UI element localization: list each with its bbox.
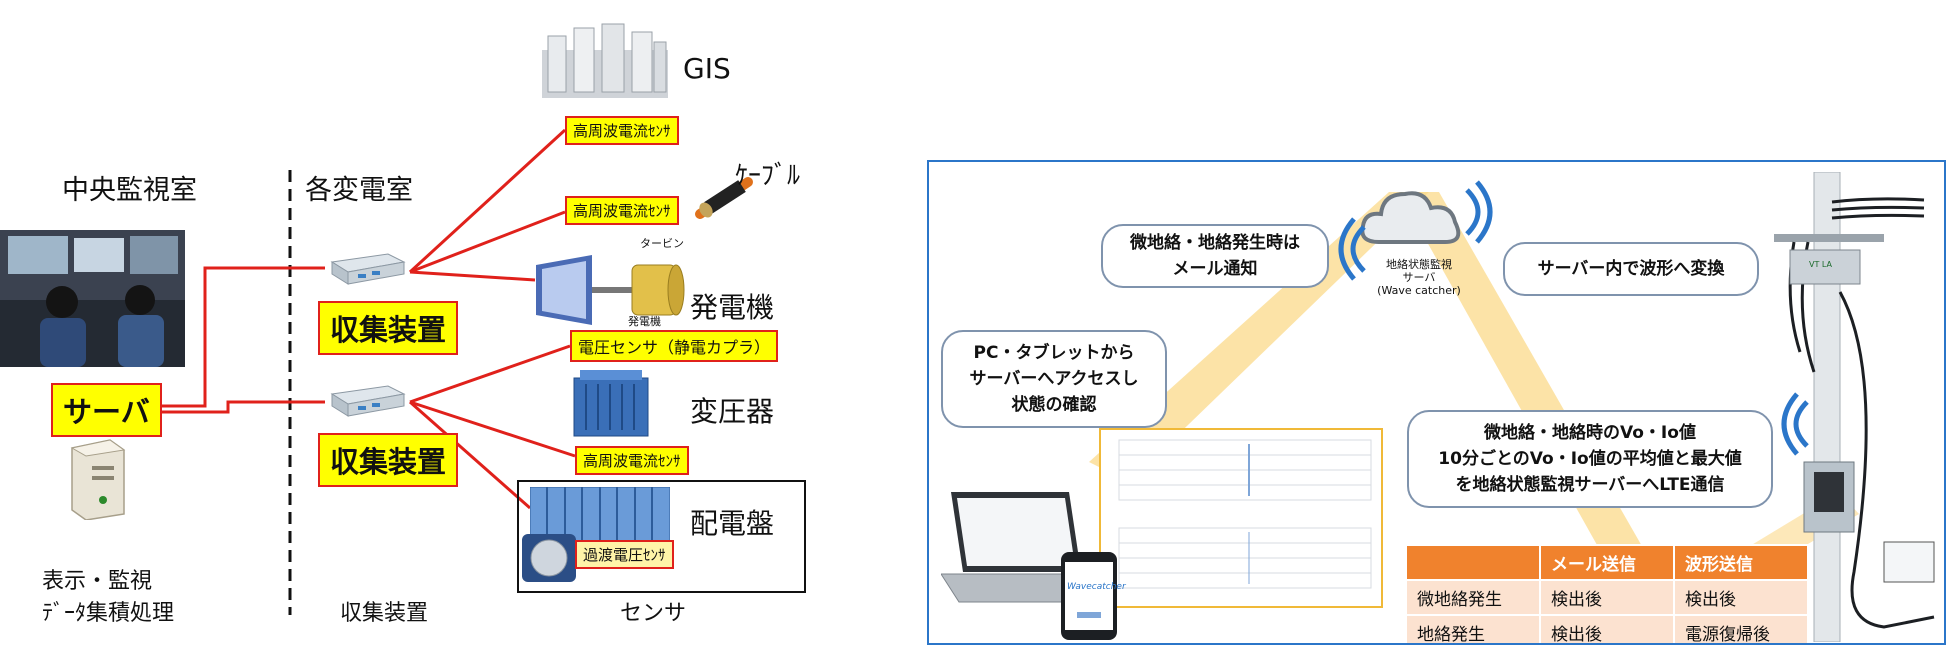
transient-sensor-label: 過渡電圧ｾﾝｻ xyxy=(575,540,674,569)
table-header-mail: メール送信 xyxy=(1539,544,1675,581)
wire-to-voltage-sensor xyxy=(409,344,571,404)
notification-table: メール送信 波形送信 微地絡発生 検出後 検出後 地絡発生 検出後 電源復帰後 xyxy=(1405,544,1809,643)
gis-equipment-icon xyxy=(542,23,668,98)
smartphone-icon xyxy=(1061,552,1117,640)
turbine-label: タービン xyxy=(640,237,684,250)
header-substation: 各変電室 xyxy=(305,175,413,206)
control-room-photo xyxy=(0,230,185,367)
bubble-convert-wave: サーバー内で波形へ変換 xyxy=(1503,242,1759,296)
wire-server-collector1 xyxy=(152,266,325,408)
wire-to-generator xyxy=(409,270,536,282)
table-header-wave: 波形送信 xyxy=(1673,544,1809,581)
collector-label-1: 収集装置 xyxy=(318,301,459,355)
cloud-icon xyxy=(1360,191,1461,244)
wire-to-hf-sensor3 xyxy=(409,400,576,458)
wire-to-cable xyxy=(409,210,566,274)
laptop-icon xyxy=(941,492,1110,603)
generator-icon xyxy=(536,255,685,325)
cable-icon xyxy=(695,177,753,219)
bubble-lte-values: 微地絡・地絡時のVo・Io値 10分ごとのVo・Io値の平均値と最大値 を地絡状… xyxy=(1407,410,1773,508)
utility-pole-illustration xyxy=(1774,172,1935,642)
hf-sensor-label-3: 高周波電流ｾﾝｻ xyxy=(575,446,689,475)
header-central-room: 中央監視室 xyxy=(62,175,197,206)
generator-small-label: 発電機 xyxy=(628,315,661,328)
table-cell: 地絡発生 xyxy=(1405,614,1541,643)
hf-sensor-label-1: 高周波電流ｾﾝｻ xyxy=(565,116,679,145)
table-cell: 微地絡発生 xyxy=(1405,579,1541,616)
table-cell: 電源復帰後 xyxy=(1673,614,1809,643)
wireless-pole-icon xyxy=(1781,392,1809,456)
cloud-label-line1: 地絡状態監視 xyxy=(1386,258,1452,271)
table-cell: 検出後 xyxy=(1673,579,1809,616)
bottom-collector-label: 収集装置 xyxy=(340,601,429,626)
table-row: 微地絡発生 検出後 検出後 xyxy=(1405,579,1809,616)
collector-label-2: 収集装置 xyxy=(318,433,459,487)
wireless-right-icon xyxy=(1465,180,1493,244)
left-wiring xyxy=(152,128,806,615)
transformer-icon xyxy=(573,370,649,437)
switchboard-label: 配電盤 xyxy=(690,507,775,540)
cloud-label-line2: サーバ xyxy=(1402,271,1436,284)
switchboard-frame xyxy=(517,480,806,593)
collector-device-icon-2 xyxy=(330,385,406,417)
switchboard-icon xyxy=(530,487,670,545)
cable-label: ｹｰﾌﾞﾙ xyxy=(735,161,801,191)
bottom-display-line2: ﾃﾞｰﾀ集積処理 xyxy=(42,601,175,626)
generator-label: 発電機 xyxy=(690,291,775,324)
wire-server-collector2 xyxy=(152,400,325,414)
bubble-pc-access: PC・タブレットから サーバーへアクセスし 状態の確認 xyxy=(941,330,1167,428)
waveform-chart-screen xyxy=(1099,428,1383,608)
transient-sensor-icon xyxy=(522,534,576,582)
wire-to-switchboard xyxy=(409,400,531,510)
bubble-mail-notify: 微地絡・地絡発生時は メール通知 xyxy=(1101,224,1329,288)
voltage-sensor-label: 電圧センサ（静電カプラ） xyxy=(570,330,779,362)
bottom-display-line1: 表示・監視 xyxy=(42,569,153,594)
server-pc-icon xyxy=(70,439,126,520)
table-row: 地絡発生 検出後 電源復帰後 xyxy=(1405,614,1809,643)
collector-device-icon-1 xyxy=(330,253,406,285)
cloud-label-line3: (Wave catcher) xyxy=(1377,284,1461,297)
wave-catcher-panel: 地絡状態監視 サーバ (Wave catcher) 微地絡・地絡発生時は メール… xyxy=(927,160,1946,645)
transformer-label: 変圧器 xyxy=(690,395,775,428)
table-header-row: メール送信 波形送信 xyxy=(1405,544,1809,581)
gis-label: GIS xyxy=(683,52,731,85)
server-label: サーバ xyxy=(51,383,162,437)
phone-app-label: Wavecatcher xyxy=(1067,582,1126,592)
table-cell: 検出後 xyxy=(1539,579,1675,616)
wireless-left-icon xyxy=(1338,217,1366,281)
table-header-blank xyxy=(1405,544,1541,581)
bottom-sensor-label: センサ xyxy=(620,601,687,626)
pole-device-label: VT LA xyxy=(1809,260,1833,269)
hf-sensor-label-2: 高周波電流ｾﾝｻ xyxy=(565,196,679,225)
wire-to-gis xyxy=(408,128,567,274)
table-cell: 検出後 xyxy=(1539,614,1675,643)
